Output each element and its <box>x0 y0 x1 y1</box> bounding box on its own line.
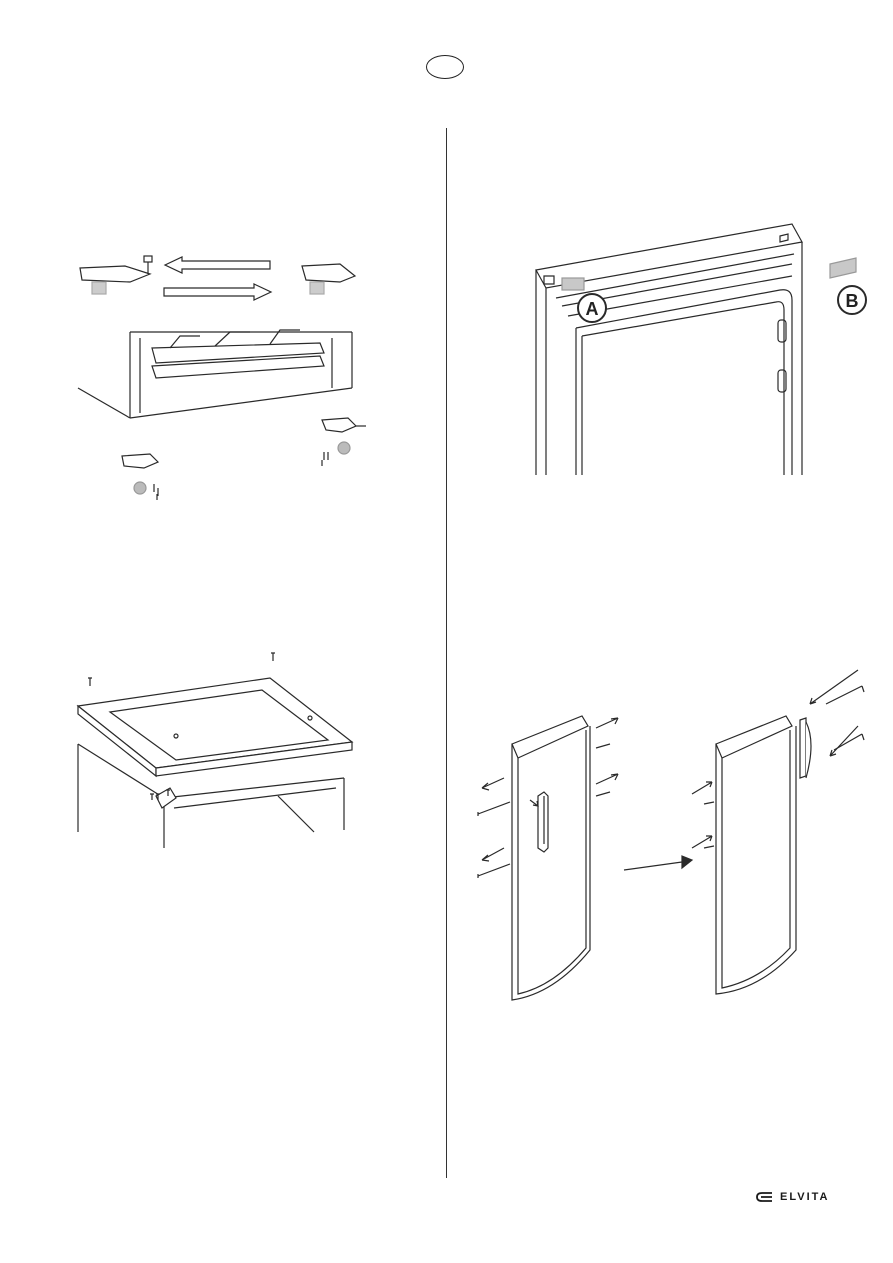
hinge-right-icon <box>302 264 355 294</box>
brand-logo: ELVITA <box>756 1191 829 1203</box>
cover-a-icon <box>562 278 584 290</box>
callout-a: A <box>586 299 599 319</box>
small-hinge-right-icon <box>322 418 366 466</box>
transfer-arrow-icon <box>624 856 692 870</box>
small-hinge-left-icon <box>122 454 158 500</box>
brand-name: ELVITA <box>780 1191 829 1203</box>
hinge-swap-illustration <box>70 248 370 508</box>
hinge-left-icon <box>80 256 152 294</box>
column-divider <box>446 128 447 1178</box>
elvita-e-logo-icon <box>756 1191 774 1203</box>
handle-swap-illustration <box>474 664 874 1009</box>
door-left-icon <box>478 716 618 1000</box>
door-right-icon <box>692 670 864 994</box>
fridge-base-icon <box>78 330 352 418</box>
cover-b-icon <box>830 258 856 278</box>
door-detail-illustration: A B <box>530 220 875 480</box>
worktop-removal-illustration <box>74 648 364 848</box>
language-badge <box>426 55 464 79</box>
worktop-panel-icon <box>78 678 352 776</box>
swap-arrows-icon <box>164 257 271 300</box>
callout-b: B <box>846 291 859 311</box>
